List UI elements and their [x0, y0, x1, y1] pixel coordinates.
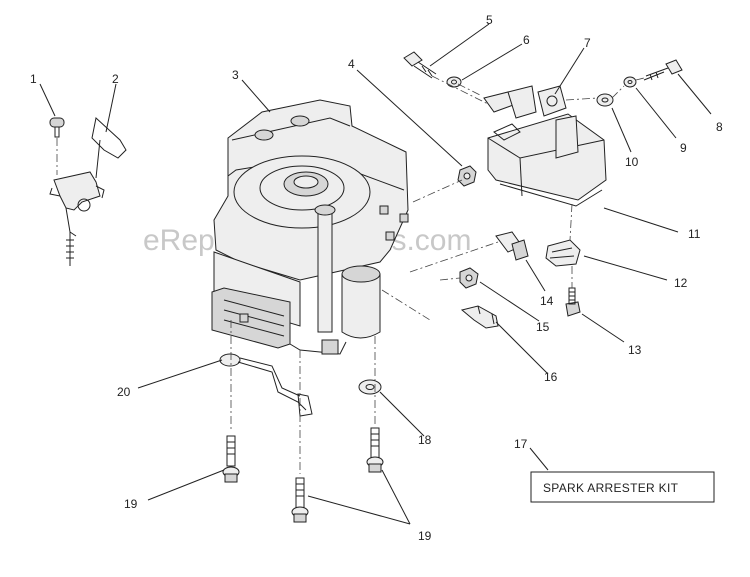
part-6-washer[interactable] — [446, 76, 462, 88]
part-9-washer[interactable] — [623, 76, 637, 88]
part-13-screw[interactable] — [565, 287, 581, 317]
callout-18: 18 — [418, 433, 432, 447]
callout-7: 7 — [584, 36, 591, 50]
part-5-bolt[interactable] — [403, 51, 437, 79]
callout-15: 15 — [536, 320, 550, 334]
callout-14: 14 — [540, 294, 554, 308]
part-16-bracket[interactable] — [460, 305, 499, 329]
callout-19-left: 19 — [124, 497, 138, 511]
part-8-bolt[interactable] — [643, 59, 683, 81]
callout-1: 1 — [30, 72, 37, 86]
part-19-bolt-right[interactable] — [366, 427, 384, 473]
part-19-bolt-left[interactable] — [222, 435, 240, 483]
callout-9: 9 — [680, 141, 687, 155]
callout-3: 3 — [232, 68, 239, 82]
part-3-engine[interactable] — [211, 99, 431, 355]
part-1-screw[interactable] — [49, 117, 65, 175]
part-7-exhaust-pipe[interactable] — [483, 85, 567, 119]
callout-5: 5 — [486, 13, 493, 27]
part-15-nut[interactable] — [459, 267, 479, 289]
callout-labels: 1 2 3 4 5 6 7 8 9 10 11 12 13 14 15 16 1… — [30, 13, 723, 543]
callout-8: 8 — [716, 120, 723, 134]
part-20-linkage[interactable] — [219, 353, 313, 417]
callout-17: 17 — [514, 437, 528, 451]
part-2-throttle-control[interactable] — [49, 117, 127, 266]
callout-11: 11 — [688, 227, 701, 241]
callout-16: 16 — [544, 370, 558, 384]
callout-10: 10 — [625, 155, 639, 169]
part-10-washer[interactable] — [596, 93, 614, 107]
callout-20: 20 — [117, 385, 131, 399]
kit-label: SPARK ARRESTER KIT — [543, 481, 679, 495]
callout-6: 6 — [523, 33, 530, 47]
callout-4: 4 — [348, 57, 355, 71]
callout-19-bottom: 19 — [418, 529, 432, 543]
assembly-lines — [230, 75, 645, 474]
part-14-stud[interactable] — [495, 231, 529, 261]
callout-2: 2 — [112, 72, 119, 86]
callout-12: 12 — [674, 276, 688, 290]
part-19-bolt-center[interactable] — [291, 477, 309, 523]
part-11-muffler[interactable] — [487, 113, 607, 207]
part-12-arrester-screen[interactable] — [545, 239, 581, 267]
part-4-nut[interactable] — [457, 165, 477, 187]
callout-13: 13 — [628, 343, 642, 357]
spark-arrester-kit-box: SPARK ARRESTER KIT — [530, 471, 715, 503]
part-18-star-washer[interactable] — [358, 379, 382, 395]
leader-lines — [39, 23, 712, 525]
